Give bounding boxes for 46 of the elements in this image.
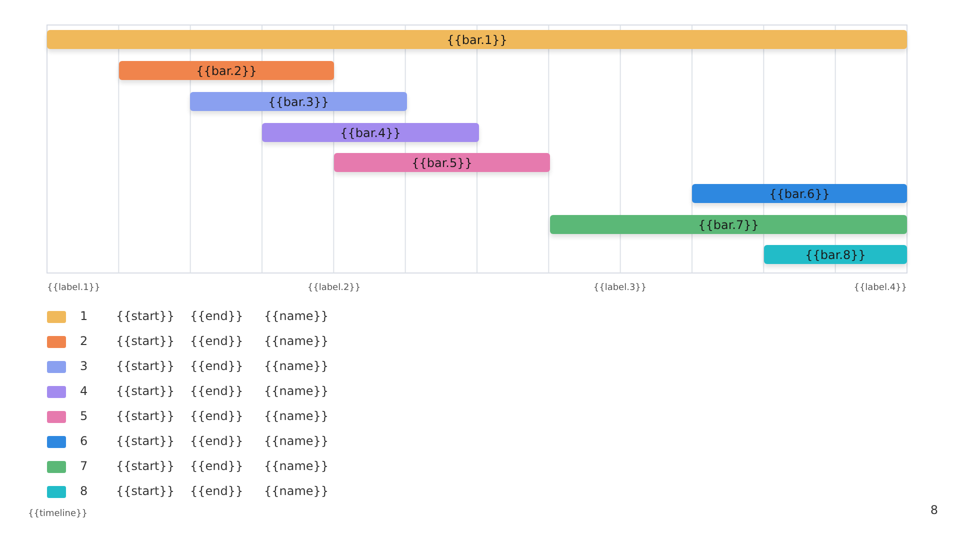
gantt-bar: {{bar.3}}	[190, 92, 407, 111]
table-cell: {{end}}	[190, 459, 244, 473]
table-cell: {{name}}	[264, 434, 329, 448]
legend-number: 3	[80, 359, 88, 373]
table-cell: {{start}}	[116, 409, 174, 423]
table-cell: {{start}}	[116, 459, 174, 473]
table-cell: {{start}}	[116, 384, 174, 398]
table-cell: {{name}}	[264, 359, 329, 373]
gantt-bar: {{bar.1}}	[47, 30, 907, 49]
legend-number: 4	[80, 384, 88, 398]
gantt-bar: {{bar.2}}	[119, 61, 334, 80]
legend-number: 6	[80, 434, 88, 448]
table-cell: {{end}}	[190, 409, 244, 423]
page-number: 8	[930, 503, 938, 517]
legend-number: 5	[80, 409, 88, 423]
legend-number: 8	[80, 484, 88, 498]
table-cell: {{end}}	[190, 309, 244, 323]
gantt-bar: {{bar.7}}	[550, 215, 907, 234]
table-cell: {{name}}	[264, 484, 329, 498]
table-cell: {{start}}	[116, 309, 174, 323]
table-cell: {{start}}	[116, 484, 174, 498]
table-cell: {{end}}	[190, 359, 244, 373]
table-cell: {{end}}	[190, 434, 244, 448]
table-cell: {{start}}	[116, 359, 174, 373]
table-cell: {{end}}	[190, 484, 244, 498]
table-cell: {{name}}	[264, 334, 329, 348]
gantt-bar: {{bar.4}}	[262, 123, 479, 142]
table-cell: {{start}}	[116, 334, 174, 348]
legend-number: 7	[80, 459, 88, 473]
table-cell: {{end}}	[190, 334, 244, 348]
axis-label: {{label.2}}	[307, 283, 361, 293]
table-cell: {{end}}	[190, 384, 244, 398]
table-cell: {{name}}	[264, 459, 329, 473]
gantt-bar: {{bar.8}}	[764, 245, 907, 264]
legend-number: 1	[80, 309, 88, 323]
table-cell: {{start}}	[116, 434, 174, 448]
gantt-bar: {{bar.6}}	[692, 184, 907, 203]
table-cell: {{name}}	[264, 309, 329, 323]
legend-number: 2	[80, 334, 88, 348]
table-cell: {{name}}	[264, 384, 329, 398]
axis-label: {{label.1}}	[47, 283, 100, 293]
footer-note: {{timeline}}	[28, 509, 88, 519]
axis-label: {{label.4}}	[854, 283, 907, 293]
axis-label: {{label.3}}	[593, 283, 647, 293]
table-cell: {{name}}	[264, 409, 329, 423]
gantt-bar: {{bar.5}}	[334, 153, 550, 172]
